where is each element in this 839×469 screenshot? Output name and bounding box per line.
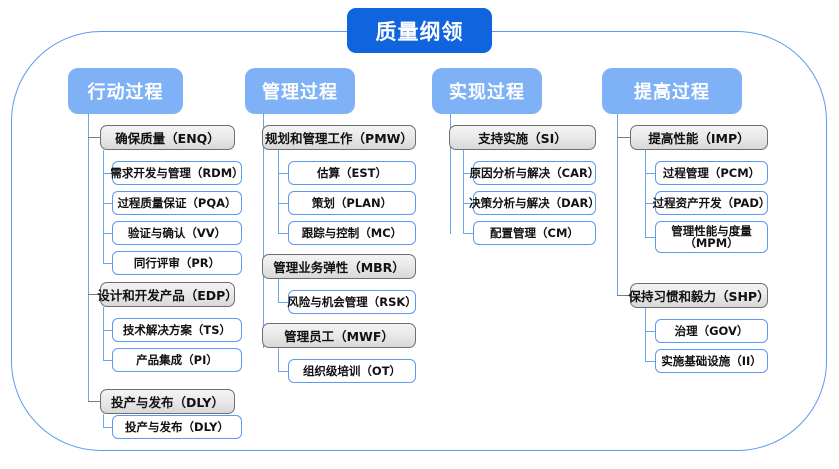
leaf-node-pcm[interactable]: 过程管理（PCM） — [655, 161, 768, 185]
connector-stub — [103, 173, 113, 174]
branch-line-si — [463, 150, 464, 234]
connector-stub — [463, 173, 474, 174]
trunk-line-2 — [263, 114, 264, 348]
branch-line-imp — [645, 150, 646, 238]
leaf-node-pr[interactable]: 同行评审（PR） — [112, 251, 242, 275]
connector-stub — [278, 173, 289, 174]
branch-line-shp — [645, 308, 646, 362]
leaf-node-plan[interactable]: 策划（PLAN） — [288, 191, 416, 215]
connector-stub — [103, 427, 113, 428]
leaf-node-rsk[interactable]: 风险与机会管理（RSK） — [287, 290, 417, 314]
leaf-node-mc[interactable]: 跟踪与控制（MC） — [288, 221, 416, 245]
connector-stub — [278, 203, 289, 204]
leaf-node-ii[interactable]: 实施基础设施（II） — [655, 349, 768, 373]
leaf-node-gov[interactable]: 治理（GOV） — [655, 319, 768, 343]
branch-line-dly — [103, 414, 104, 428]
group-node-edp[interactable]: 设计和开发产品（EDP） — [97, 282, 238, 307]
trunk-line-3 — [450, 114, 451, 234]
branch-line-enq — [103, 150, 104, 264]
connector-stub — [617, 295, 631, 296]
category-node-1[interactable]: 行动过程 — [68, 68, 183, 114]
connector-stub — [103, 330, 113, 331]
leaf-node-car[interactable]: 原因分析与解决（CAR） — [470, 161, 599, 185]
connector-stub — [278, 371, 289, 372]
connector-stub — [88, 401, 101, 402]
root-title-node[interactable]: 质量纲领 — [347, 8, 492, 53]
leaf-node-vv[interactable]: 验证与确认（VV） — [112, 221, 242, 245]
connector-stub — [103, 360, 113, 361]
group-node-si[interactable]: 支持实施（SI） — [449, 125, 596, 150]
category-node-2[interactable]: 管理过程 — [245, 68, 355, 114]
group-node-mbr[interactable]: 管理业务弹性（MBR） — [262, 254, 416, 279]
leaf-node-pi[interactable]: 产品集成（PI） — [112, 348, 242, 372]
connector-stub — [617, 137, 631, 138]
leaf-node-pqa[interactable]: 过程质量保证（PQA） — [112, 191, 242, 215]
branch-line-mbr — [278, 279, 279, 303]
leaf-node-dar[interactable]: 决策分析与解决（DAR） — [469, 191, 600, 215]
connector-stub — [88, 137, 101, 138]
connector-stub — [645, 237, 656, 238]
leaf-node-cm[interactable]: 配置管理（CM） — [473, 221, 596, 245]
group-node-pmw[interactable]: 规划和管理工作（PMW） — [262, 125, 416, 150]
connector-stub — [103, 233, 113, 234]
group-node-mwf[interactable]: 管理员工（MWF） — [262, 323, 416, 348]
branch-line-pmw — [278, 150, 279, 234]
connector-stub — [645, 331, 656, 332]
connector-stub — [88, 294, 101, 295]
group-node-shp[interactable]: 保持习惯和毅力（SHP） — [628, 283, 770, 308]
connector-stub — [278, 233, 289, 234]
connector-stub — [278, 302, 289, 303]
connector-stub — [463, 233, 474, 234]
group-node-imp[interactable]: 提高性能（IMP） — [630, 125, 768, 150]
connector-stub — [103, 263, 113, 264]
branch-line-mwf — [278, 348, 279, 372]
leaf-node-dly-child[interactable]: 投产与发布（DLY） — [112, 415, 242, 439]
connector-stub — [645, 173, 656, 174]
group-node-dly[interactable]: 投产与发布（DLY） — [100, 389, 235, 414]
trunk-line-1 — [88, 114, 89, 401]
connector-stub — [645, 203, 656, 204]
connector-stub — [103, 203, 113, 204]
group-node-enq[interactable]: 确保质量（ENQ） — [100, 125, 235, 150]
leaf-node-ot[interactable]: 组织级培训（OT） — [288, 359, 416, 383]
category-node-3[interactable]: 实现过程 — [432, 68, 542, 114]
leaf-node-rdm[interactable]: 需求开发与管理（RDM） — [110, 161, 244, 185]
connector-stub — [645, 361, 656, 362]
leaf-node-ts[interactable]: 技术解决方案（TS） — [112, 318, 242, 342]
branch-line-edp — [103, 307, 104, 361]
connector-stub — [463, 203, 474, 204]
leaf-node-pad[interactable]: 过程资产开发（PAD） — [653, 191, 770, 215]
leaf-node-est[interactable]: 估算（EST） — [288, 161, 416, 185]
leaf-node-mpm[interactable]: 管理性能与度量（MPM） — [655, 221, 768, 253]
trunk-line-4 — [617, 114, 618, 296]
category-node-4[interactable]: 提高过程 — [602, 68, 742, 114]
